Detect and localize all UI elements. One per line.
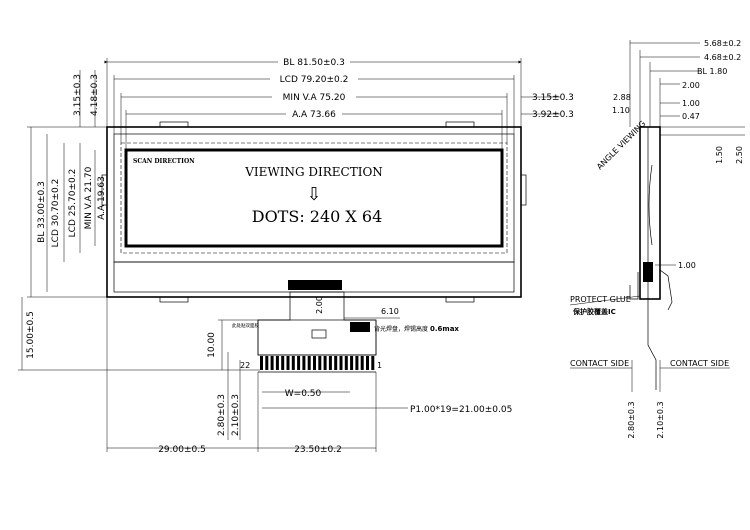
dim-lcd-height: LCD 30.70±0.2 xyxy=(51,179,61,248)
protect-glue-cn-label: 保护胶覆盖IC xyxy=(572,307,616,316)
contact-pin xyxy=(360,356,364,370)
dim-bl-width: BL 81.50±0.3 xyxy=(283,58,345,68)
viewing-direction-label: VIEWING DIRECTION xyxy=(244,165,383,179)
contact-pin xyxy=(366,356,369,370)
dim-fpc-2-10: 2.10±0.3 xyxy=(231,394,241,436)
dim-side-4-68: 4.68±0.2 xyxy=(704,53,741,62)
contact-pin xyxy=(318,356,322,370)
dim-side-0-47: 0.47 xyxy=(682,112,700,121)
pin-22-label: 22 xyxy=(240,361,250,370)
solder-note: 背光焊盘，焊锡高度 xyxy=(374,325,428,333)
dim-bl-height: BL 33.00±0.3 xyxy=(37,181,47,243)
pin-1-label: 1 xyxy=(377,361,382,370)
side-view: 5.68±0.2 4.68±0.2 BL 1.80 2.00 2.88 1.00… xyxy=(569,39,745,439)
dim-top-3-15: 3.15±0.3 xyxy=(73,74,83,116)
contact-pin xyxy=(281,356,285,370)
contact-pin xyxy=(323,356,327,370)
contact-side-right: CONTACT SIDE xyxy=(670,359,729,368)
dim-side-bl: BL 1.80 xyxy=(697,67,727,76)
dim-23-50: 23.50±0.2 xyxy=(294,445,342,455)
contact-pin xyxy=(307,356,311,370)
contact-pin xyxy=(350,356,354,370)
dim-right-3-15: 3.15±0.3 xyxy=(532,93,574,103)
contact-pin xyxy=(355,356,359,370)
contact-pin xyxy=(291,356,295,370)
driver-ic xyxy=(288,280,342,290)
protect-glue-label: PROTECT GLUE xyxy=(570,295,631,304)
dim-side-2-88: 2.88 xyxy=(613,93,631,102)
contact-pin xyxy=(297,356,301,370)
contact-pin xyxy=(371,356,375,370)
left-dimensions: BL 33.00±0.3 x LCD 30.70±0.2 LCD 25.70±0… xyxy=(18,70,260,440)
dim-side-1-00a: 1.00 xyxy=(682,99,700,108)
dim-lcd-width: LCD 79.20±0.2 xyxy=(280,75,349,85)
dim-side-5-68: 5.68±0.2 xyxy=(704,39,741,48)
dim-fpc-length: 15.00±0.5 xyxy=(26,311,36,359)
dim-va-width: MIN V.A 75.20 xyxy=(283,93,346,103)
dots-label: DOTS: 240 X 64 xyxy=(252,207,383,226)
dim-fpc-2-80: 2.80±0.3 xyxy=(217,394,227,436)
contact-pin xyxy=(344,356,348,370)
contact-pins xyxy=(260,356,375,370)
dim-fpc-2-00: 2.00 xyxy=(315,296,324,314)
dim-side-2-10: 2.10±0.3 xyxy=(656,401,665,438)
bottom-dimensions: 29.00±0.5 23.50±0.2 W=0.50 P1.00*19=21.0… xyxy=(106,297,512,455)
dim-side-1-10: 1.10 xyxy=(612,106,630,115)
bottom-tab-left xyxy=(159,296,189,303)
dim-fpc-6-10: 6.10 xyxy=(381,307,399,316)
dim-va-height: MIN V.A 21.70 xyxy=(84,166,94,229)
top-dimensions: BL 81.50±0.3 LCD 79.20±0.2 MIN V.A 75.20… xyxy=(104,56,574,150)
dim-pin-pitch: P1.00*19=21.00±0.05 xyxy=(410,405,512,415)
contact-pin xyxy=(313,356,316,370)
dim-29-00: 29.00±0.5 xyxy=(158,445,206,455)
viewing-arrow-icon: ⇩ xyxy=(306,184,321,205)
dim-side-2-00: 2.00 xyxy=(682,81,700,90)
active-area-outline xyxy=(124,148,504,248)
dim-lcd-height-2: LCD 25.70±0.2 xyxy=(68,169,78,238)
top-tab-right xyxy=(445,121,475,128)
contact-pin xyxy=(302,356,306,370)
contact-pin xyxy=(286,356,290,370)
dim-side-2-50: 2.50 xyxy=(735,146,744,164)
contact-pin xyxy=(270,356,274,370)
contact-pin xyxy=(265,356,269,370)
fpc-tail: 此处贴双面胶 背光焊盘，焊锡高度 0.6max 1 22 2.00 6.10 xyxy=(232,291,459,373)
front-view: SCAN DIRECTION VIEWING DIRECTION ⇩ DOTS:… xyxy=(101,121,527,303)
adhesive-note: 此处贴双面胶 xyxy=(232,322,259,329)
contact-pin xyxy=(275,356,279,370)
viewing-area-outline xyxy=(120,142,508,254)
contact-side-left: CONTACT SIDE xyxy=(570,359,629,368)
contact-pin xyxy=(339,356,343,370)
top-tab-left xyxy=(159,121,189,128)
dim-aa-width: A.A 73.66 xyxy=(292,110,336,120)
dim-side-2-80: 2.80±0.3 xyxy=(627,401,636,438)
contact-pin xyxy=(328,356,332,370)
backlight-outline xyxy=(106,126,522,298)
dim-top-4-18: 4.18±0.3 xyxy=(90,74,100,116)
dim-side-1-00b: 1.00 xyxy=(678,261,696,270)
bottom-tab-right xyxy=(445,296,475,303)
contact-pin xyxy=(260,356,263,370)
dim-right-3-92: 3.92±0.3 xyxy=(532,110,574,120)
dim-fpc-10-00: 10.00 xyxy=(207,332,217,358)
dim-pin-width: W=0.50 xyxy=(285,389,322,399)
dim-side-1-50: 1.50 xyxy=(715,146,724,164)
solder-note-max: 0.6max xyxy=(430,325,459,333)
dim-aa-height: A.A 19.63 xyxy=(97,176,107,220)
scan-direction-label: SCAN DIRECTION xyxy=(133,158,195,165)
contact-pin xyxy=(334,356,338,370)
